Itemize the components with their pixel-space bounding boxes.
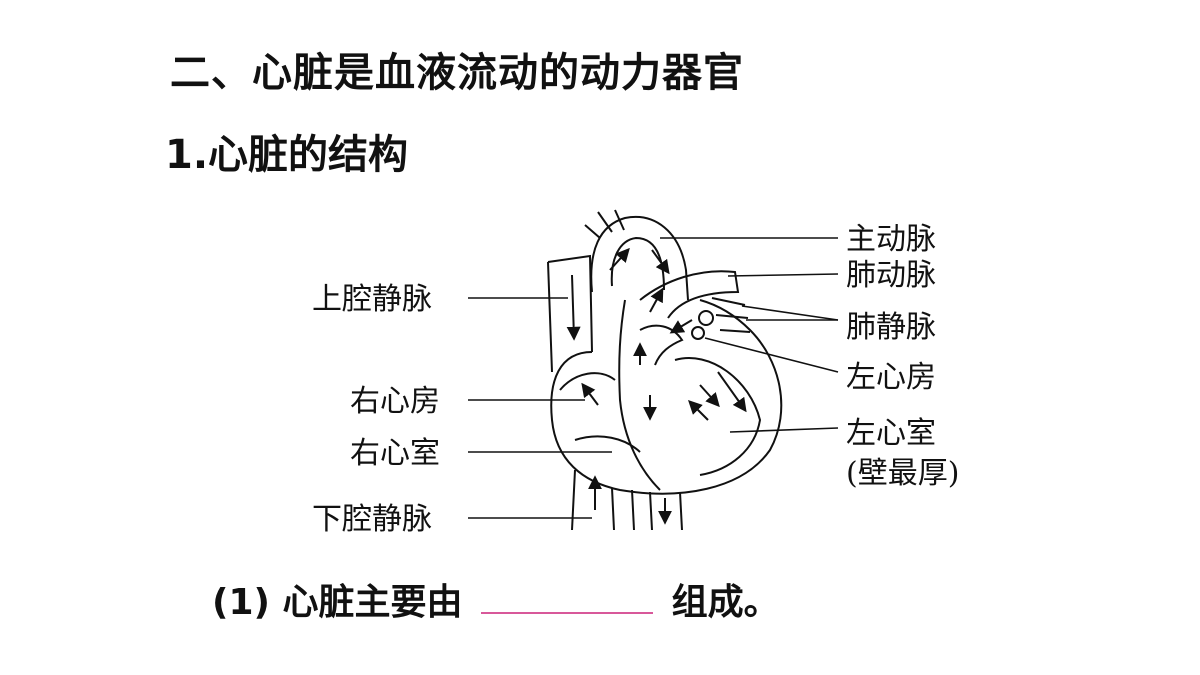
question-number: (1) <box>212 582 270 623</box>
flow-arrows <box>566 247 747 525</box>
question-text-before: 心脏主要由 <box>282 582 463 623</box>
label-left-atrium: 左心房 <box>846 360 936 395</box>
heart-drawing <box>547 209 783 531</box>
label-left-ventricle: 左心室 <box>846 416 936 451</box>
leader-lines <box>468 237 839 519</box>
aorta-shape <box>590 216 689 301</box>
question-1: (1) 心脏主要由 组成。 <box>212 573 780 625</box>
heart-outline <box>550 299 783 495</box>
question-text-after: 组成。 <box>671 582 780 623</box>
pulmonary-artery-shape <box>639 270 740 319</box>
right-labels: 主动脉 肺动脉 肺静脉 左心房 左心室 (壁最厚) <box>846 222 959 491</box>
label-superior-vena-cava: 上腔静脉 <box>312 282 432 317</box>
label-aorta: 主动脉 <box>846 222 936 257</box>
subsection-heading: 1.心脏的结构 <box>165 132 409 178</box>
pulmonary-vein-shape <box>711 297 751 333</box>
superior-vena-cava-shape <box>547 254 593 373</box>
label-inferior-vena-cava: 下腔静脉 <box>312 502 432 537</box>
descending-aorta-shape <box>649 491 683 531</box>
label-right-ventricle: 右心室 <box>350 436 440 471</box>
septum-shape <box>618 299 661 491</box>
label-left-ventricle-note: (壁最厚) <box>846 456 959 491</box>
answer-blank[interactable] <box>481 582 654 614</box>
inferior-vena-cava-shape <box>571 469 635 531</box>
label-right-atrium: 右心房 <box>350 384 440 419</box>
label-pulmonary-artery: 肺动脉 <box>846 258 936 293</box>
label-pulmonary-vein: 肺静脉 <box>846 310 936 345</box>
left-labels: 上腔静脉 右心房 右心室 下腔静脉 <box>312 282 440 537</box>
section-heading: 二、心脏是血液流动的动力器官 <box>170 50 744 96</box>
